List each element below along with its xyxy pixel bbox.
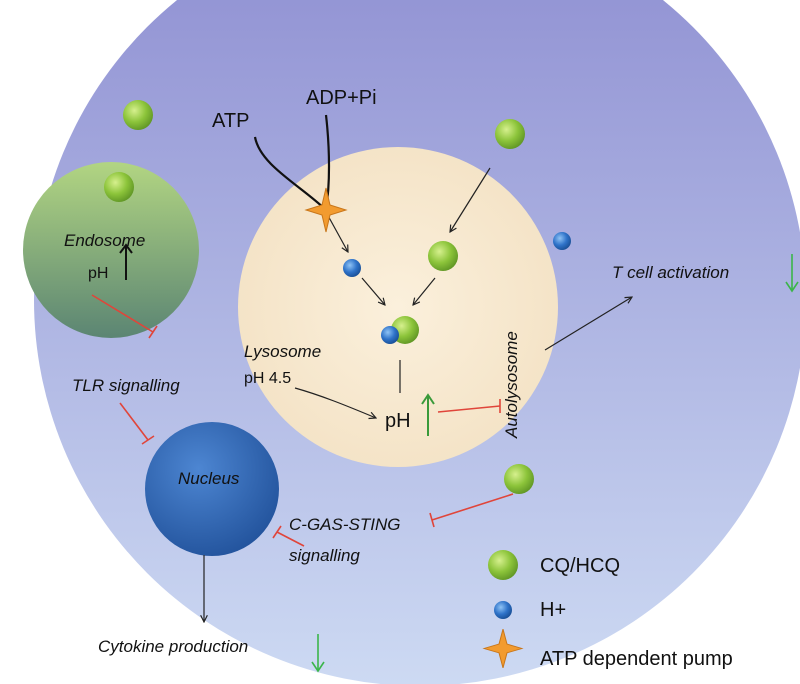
endosome-vesicle bbox=[23, 162, 199, 338]
cytokine-production-label: Cytokine production bbox=[98, 637, 248, 656]
atp-pump-icon bbox=[304, 187, 348, 233]
orange-star-icon bbox=[482, 629, 524, 668]
legend-label-atp-pump: ATP dependent pump bbox=[540, 648, 733, 670]
cq-entry-arrow bbox=[450, 167, 491, 232]
h-plus-ion bbox=[381, 326, 399, 344]
inhibition-lines bbox=[91, 294, 514, 547]
autolysosome-vesicle bbox=[238, 147, 558, 467]
lysosome-ph-value: pH 4.5 bbox=[244, 370, 291, 387]
t-cell-arrow bbox=[544, 297, 632, 351]
endosome-label: Endosome bbox=[64, 231, 145, 250]
hplus-to-complex-arrow bbox=[361, 277, 385, 305]
legend-label-cq-hcq: CQ/HCQ bbox=[540, 555, 620, 577]
endosome-ph-label: pH bbox=[88, 265, 108, 282]
cq-hcq-molecule bbox=[428, 241, 458, 271]
autolysosome-label: Autolysosome bbox=[502, 331, 521, 439]
cq-hcq-molecule bbox=[123, 100, 153, 130]
cq-hcq-molecule bbox=[495, 119, 525, 149]
legend: CQ/HCQ H+ ATP dependent pump bbox=[482, 550, 733, 670]
cq-hcq-molecule bbox=[104, 172, 134, 202]
adp-pi-label: ADP+Pi bbox=[306, 87, 377, 109]
tlr-signalling-label: TLR signalling bbox=[72, 376, 180, 395]
lysosome-label: Lysosome bbox=[244, 342, 321, 361]
lysosome-ph-up-arrow bbox=[421, 393, 435, 436]
cq-to-complex-arrow bbox=[413, 277, 436, 305]
lysosome-ph-arrow bbox=[294, 387, 376, 418]
nucleus-label: Nucleus bbox=[178, 469, 240, 488]
signalling-label: signalling bbox=[289, 546, 360, 565]
endosome-ph-up-arrow bbox=[119, 243, 133, 280]
blue-sphere-icon bbox=[494, 601, 512, 619]
legend-label-h-plus: H+ bbox=[540, 599, 566, 621]
green-sphere-icon bbox=[488, 550, 518, 580]
t-cell-down-arrow bbox=[785, 254, 799, 293]
lysosome-ph-center-label: pH bbox=[385, 410, 411, 432]
cgas-sting-label: C-GAS-STING bbox=[289, 515, 400, 534]
t-cell-activation-label: T cell activation bbox=[612, 263, 729, 282]
nucleus-circle bbox=[145, 422, 279, 556]
pump-to-lysosome-arrow bbox=[325, 211, 348, 252]
atp-line bbox=[253, 136, 327, 211]
atp-label: ATP bbox=[212, 110, 249, 132]
cq-hcq-molecule bbox=[504, 464, 534, 494]
cytokine-down-arrow bbox=[311, 634, 325, 673]
h-plus-ion bbox=[553, 232, 571, 250]
h-plus-ion bbox=[343, 259, 361, 277]
